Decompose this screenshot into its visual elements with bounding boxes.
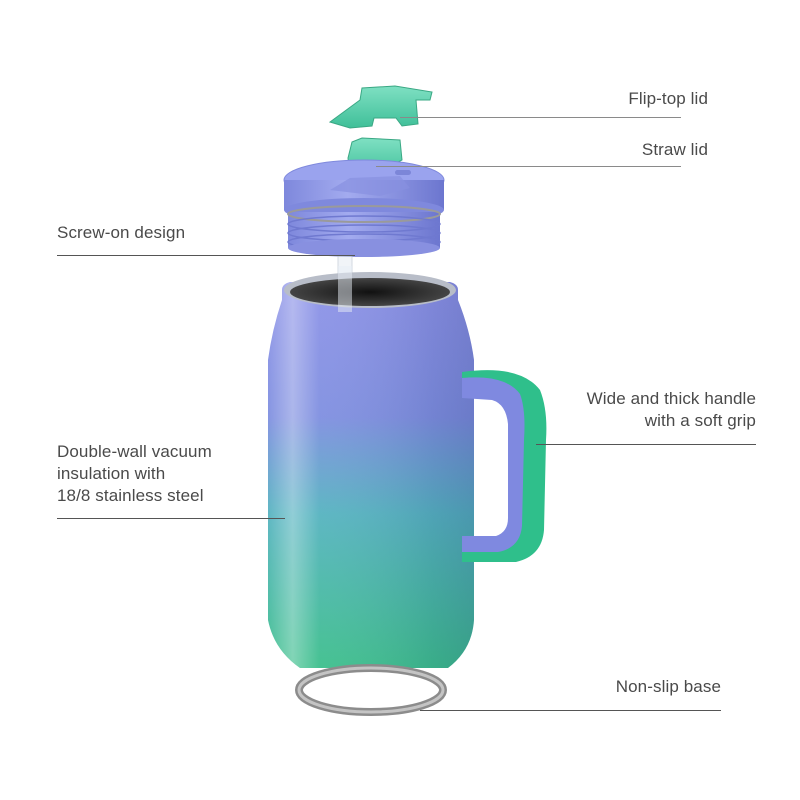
callout-handle: Wide and thick handle with a soft grip [540, 388, 756, 432]
callout-text: Screw-on design [57, 223, 186, 242]
callout-text: with a soft grip [644, 411, 756, 430]
leader-line-non-slip-base [420, 710, 721, 711]
callout-screw-on-design: Screw-on design [57, 222, 277, 244]
callout-text: Wide and thick handle [586, 389, 756, 408]
callout-straw-lid: Straw lid [520, 139, 708, 161]
callout-insulation: Double-wall vacuum insulation with 18/8 … [57, 441, 277, 507]
callout-text: 18/8 stainless steel [57, 486, 204, 505]
callout-text: Non-slip base [615, 677, 721, 696]
callout-non-slip-base: Non-slip base [540, 676, 721, 698]
leader-line-flip-top-lid [400, 117, 681, 118]
callout-text: Double-wall vacuum [57, 442, 212, 461]
callout-text: insulation with [57, 464, 166, 483]
leader-line-handle [536, 444, 756, 445]
callout-flip-top-lid: Flip-top lid [520, 88, 708, 110]
leader-line-screw-on-design [57, 255, 355, 256]
leader-line-straw-lid [376, 166, 681, 167]
callout-text: Straw lid [641, 140, 708, 159]
leader-line-insulation [57, 518, 285, 519]
flip-top-lid-part [328, 85, 433, 129]
callout-text: Flip-top lid [628, 89, 708, 108]
